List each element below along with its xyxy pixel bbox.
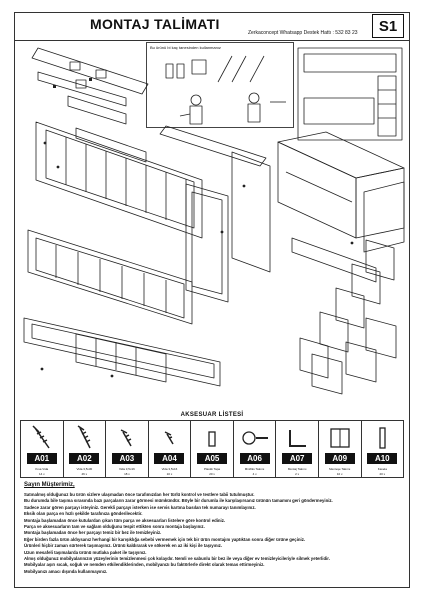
accessory-qty: 2 x — [295, 472, 300, 476]
accessory-name: Minifiks Takımı — [244, 467, 265, 471]
exploded-panels-top — [31, 47, 149, 163]
assembled-bed-top — [297, 47, 403, 141]
accessory-code: A05 — [197, 453, 228, 464]
hinge-icon — [330, 428, 350, 448]
accessory-code: A07 — [282, 453, 313, 464]
accessory-qty: 46 x — [81, 472, 88, 476]
wooden-dowel-icon — [378, 427, 386, 449]
accessory-code: A01 — [26, 453, 57, 464]
accessory-item: A02 Vida 3,5x30 46 x — [64, 421, 107, 477]
tools-panel — [146, 42, 294, 128]
accessory-item: A07 Montaj Takımı 2 x — [276, 421, 319, 477]
accessory-item: A06 Minifiks Takımı 4 x — [234, 421, 277, 477]
wood-screw-icon — [77, 425, 91, 449]
accessory-name: Menteşe Takımı — [329, 467, 351, 471]
accessory-code: A02 — [69, 453, 100, 464]
note-line: Almış olduğunuz mobilyalarınızın yüzeyle… — [24, 556, 330, 562]
bracket-icon — [289, 430, 307, 447]
tools-note: Bu ürünü bi kaç tanesinden kullanmanız — [150, 45, 221, 50]
note-line: Montaja başlamadan önce her parçayı temi… — [24, 530, 162, 536]
short-screw-icon — [120, 429, 132, 447]
note-line: Satınalmış olduğunuz bu ürün sizlere ula… — [24, 492, 255, 497]
sheet-code-badge: S1 — [372, 14, 404, 38]
accessory-name: Vida 3,5x16 — [119, 467, 135, 471]
assembled-bunk-iso — [277, 131, 405, 283]
customer-heading: Sayın Müşterimiz, — [24, 482, 75, 488]
note-line: Mobilyanızı amacı dışında kullanmayınız. — [24, 568, 108, 574]
accessory-qty: 20 x — [209, 472, 215, 476]
accessory-item: A04 Vida 3,5x16 10 x — [149, 421, 192, 477]
customer-notes: Satınalmış olduğunuz bu ürün sizlere ula… — [24, 492, 400, 575]
accessory-name: Vida 3,5x16 — [161, 467, 178, 471]
lower-bed-frame — [27, 229, 193, 325]
accessory-qty: 10 x — [336, 472, 343, 476]
accessory-code: A10 — [367, 453, 398, 464]
note-line: Bu durumda bile taşıma sırasında bazı pa… — [24, 498, 333, 504]
accessory-name: Vida 3,5x30 — [76, 467, 93, 471]
accessory-code: A06 — [239, 453, 270, 464]
note-line: Sadece zarar gören parçayı isteyiniz. Ge… — [24, 504, 256, 510]
header-divider — [14, 40, 410, 41]
accessory-qty: 20 x — [379, 472, 386, 476]
accessory-qty: 10 x — [166, 472, 173, 476]
accessory-name: Montaj Takımı — [287, 467, 307, 471]
accessory-item: A10 Kavela 20 x — [362, 421, 404, 477]
dowel-icon — [208, 431, 216, 447]
accessory-name: Kısa Vida — [35, 467, 49, 471]
bed-end-panels — [159, 125, 271, 303]
support-line: Zerkaconcept Whatsapp Destek Hattı : 532… — [248, 30, 358, 36]
accessory-item: A05 Plastik Tapa 20 x — [191, 421, 234, 477]
small-screw-icon — [164, 431, 174, 445]
note-line: Montaja başlamadan önce kutulardan çıkan… — [24, 517, 226, 523]
page-frame — [14, 12, 410, 588]
accessory-name: Plastik Tapa — [203, 467, 221, 471]
assembly-diagram — [23, 47, 405, 395]
accessory-qty: 4 x — [252, 472, 257, 476]
accessory-item: A09 Menteşe Takımı 10 x — [319, 421, 362, 477]
page-title: MONTAJ TALİMATI — [90, 16, 220, 32]
stair-drawers — [299, 239, 397, 395]
accessory-code: A09 — [324, 453, 355, 464]
note-line: Uzun mesafeli taşımalarda ürünü mutlaka … — [24, 549, 147, 555]
cam-lock-icon — [242, 431, 268, 445]
upper-bed-frame — [35, 121, 203, 239]
accessory-qty: 18 x — [124, 472, 130, 476]
note-line: Eksik olan parça en hızlı şekilde tarafı… — [24, 511, 143, 517]
note-line: Eğer birden fazla ürün aldıysanız herhan… — [24, 536, 306, 542]
note-line: Parça ve aksesuarların tam ve sağlam old… — [24, 524, 205, 530]
accessory-code: A03 — [111, 453, 142, 464]
accessory-item: A03 Vida 3,5x16 18 x — [106, 421, 149, 477]
accessory-name: Kavela — [377, 467, 387, 471]
note-line: Ürünleri hiçbir zaman sürterek taşımayın… — [24, 543, 222, 549]
trundle-drawer — [23, 317, 221, 387]
long-screw-icon — [32, 425, 50, 449]
accessory-list-title: AKSESUAR LİSTESİ — [180, 412, 244, 418]
note-line: Mobilyalar aşırı sıcak, soğuk ve nemden … — [24, 562, 265, 568]
accessory-code: A04 — [154, 453, 185, 464]
tools-illustration — [165, 55, 286, 125]
accessory-list: A01 Kısa Vida 14 x A02 Vida 3,5x30 46 x … — [20, 420, 404, 478]
accessory-qty: 14 x — [38, 472, 45, 476]
accessory-item: A01 Kısa Vida 14 x — [21, 421, 64, 477]
